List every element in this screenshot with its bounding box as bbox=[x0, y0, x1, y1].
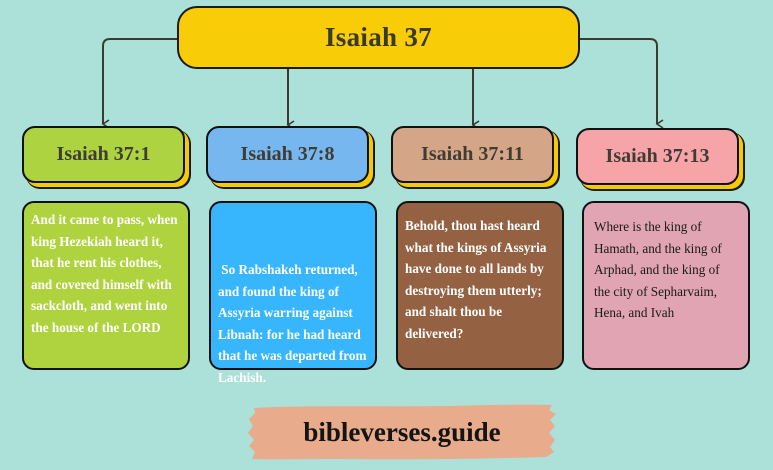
verse-reference: Isaiah 37:1 bbox=[56, 143, 151, 165]
site-name: bibleverses.guide bbox=[303, 416, 501, 447]
verse-text-box-37-8: So Rabshakeh returned, and found the kin… bbox=[209, 201, 377, 385]
brush-stroke-background bbox=[248, 404, 556, 460]
verse-header-37-11: Isaiah 37:11 bbox=[391, 126, 554, 183]
connector-to-37-13 bbox=[580, 38, 664, 129]
verse-reference: Isaiah 37:13 bbox=[605, 145, 710, 167]
page-title: Isaiah 37 bbox=[325, 22, 432, 52]
verse-reference: Isaiah 37:11 bbox=[421, 143, 524, 165]
verse-text-box-37-11: Behold, thou hast heard what the kings o… bbox=[396, 201, 564, 370]
verse-text: So Rabshakeh returned, and found the kin… bbox=[218, 262, 370, 385]
verse-text-box-37-13: Where is the king of Hamath, and the kin… bbox=[582, 201, 750, 370]
title-box: Isaiah 37 bbox=[177, 6, 580, 69]
connector-to-37-1 bbox=[101, 38, 178, 129]
verse-text: Where is the king of Hamath, and the kin… bbox=[594, 219, 722, 320]
verse-header-37-13: Isaiah 37:13 bbox=[576, 128, 739, 185]
verse-header-37-1: Isaiah 37:1 bbox=[22, 126, 185, 183]
verse-text-box-37-1: And it came to pass, when king Hezekiah … bbox=[22, 201, 190, 370]
verse-header-37-8: Isaiah 37:8 bbox=[206, 126, 369, 183]
verse-text: And it came to pass, when king Hezekiah … bbox=[31, 212, 178, 335]
verse-reference: Isaiah 37:8 bbox=[240, 143, 335, 165]
verse-text: Behold, thou hast heard what the kings o… bbox=[405, 218, 547, 341]
